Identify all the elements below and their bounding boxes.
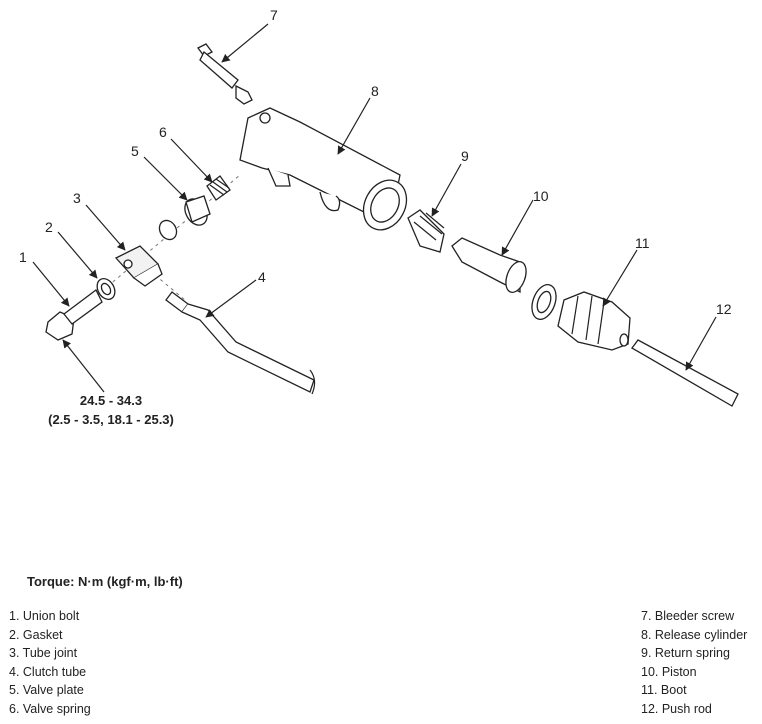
legend-item: 11. Boot — [641, 683, 687, 697]
legend-item: 5. Valve plate — [9, 683, 84, 697]
legend-item: 6. Valve spring — [9, 701, 91, 716]
exploded-view-diagram: 1 2 3 4 5 6 7 8 9 10 11 12 24.5 - 34.3 (… — [19, 7, 739, 427]
legend-item: 7. Bleeder screw — [641, 609, 735, 623]
leader-6 — [170, 138, 213, 183]
leader-1 — [32, 261, 70, 307]
callout-5: 5 — [131, 143, 139, 159]
callout-11: 11 — [635, 235, 650, 251]
legend-item: 12. Push rod — [641, 701, 712, 716]
gasket-part — [96, 278, 116, 300]
leader-5 — [143, 156, 188, 201]
callout-8: 8 — [371, 83, 379, 99]
callout-10: 10 — [533, 188, 549, 204]
legend-item: 2. Gasket — [9, 627, 63, 642]
legend-item: 4. Clutch tube — [9, 664, 87, 679]
valve-plate-part — [184, 195, 211, 226]
piston-part — [451, 237, 527, 294]
union-bolt-part — [45, 289, 103, 341]
leader-torque — [62, 339, 105, 393]
bleeder-screw-part — [197, 43, 253, 105]
leader-12 — [685, 316, 717, 371]
callout-9: 9 — [461, 148, 469, 164]
callout-7: 7 — [270, 7, 278, 23]
snap-ring-part — [531, 284, 557, 320]
torque-value-nm: 24.5 - 34.3 — [80, 393, 142, 408]
callout-1: 1 — [19, 249, 27, 265]
callout-6: 6 — [159, 124, 167, 140]
legend-item: 9. Return spring — [641, 646, 730, 660]
parts-legend-left: 1. Union bolt 2. Gasket 3. Tube joint 4.… — [9, 607, 91, 718]
leader-8 — [337, 97, 371, 155]
leader-10 — [501, 199, 534, 256]
leader-7 — [221, 23, 269, 63]
boot-part — [557, 291, 631, 351]
leader-2 — [57, 231, 98, 279]
leader-4 — [205, 279, 257, 318]
callout-2: 2 — [45, 219, 53, 235]
leader-11 — [602, 249, 638, 307]
legend-item: 3. Tube joint — [9, 646, 78, 660]
leader-3 — [85, 204, 126, 251]
clutch-tube-part — [165, 291, 316, 395]
torque-units-title: Torque: N·m (kgf·m, lb·ft) — [27, 574, 183, 589]
legend-item: 10. Piston — [641, 664, 697, 679]
release-cylinder-part — [239, 107, 408, 231]
callout-3: 3 — [73, 190, 81, 206]
return-spring-part — [407, 209, 445, 253]
torque-value-conversions: (2.5 - 3.5, 18.1 - 25.3) — [48, 412, 174, 427]
leader-9 — [431, 163, 462, 217]
legend-item: 8. Release cylinder — [641, 627, 748, 642]
callout-12: 12 — [716, 301, 732, 317]
push-rod-part — [631, 339, 739, 407]
callout-4: 4 — [258, 269, 266, 285]
seal-washer-part — [158, 219, 178, 241]
tube-joint-part — [114, 245, 163, 287]
valve-spring-part — [206, 175, 231, 201]
parts-legend-right: 7. Bleeder screw 8. Release cylinder 9. … — [641, 607, 747, 718]
legend-item: 1. Union bolt — [9, 609, 80, 623]
